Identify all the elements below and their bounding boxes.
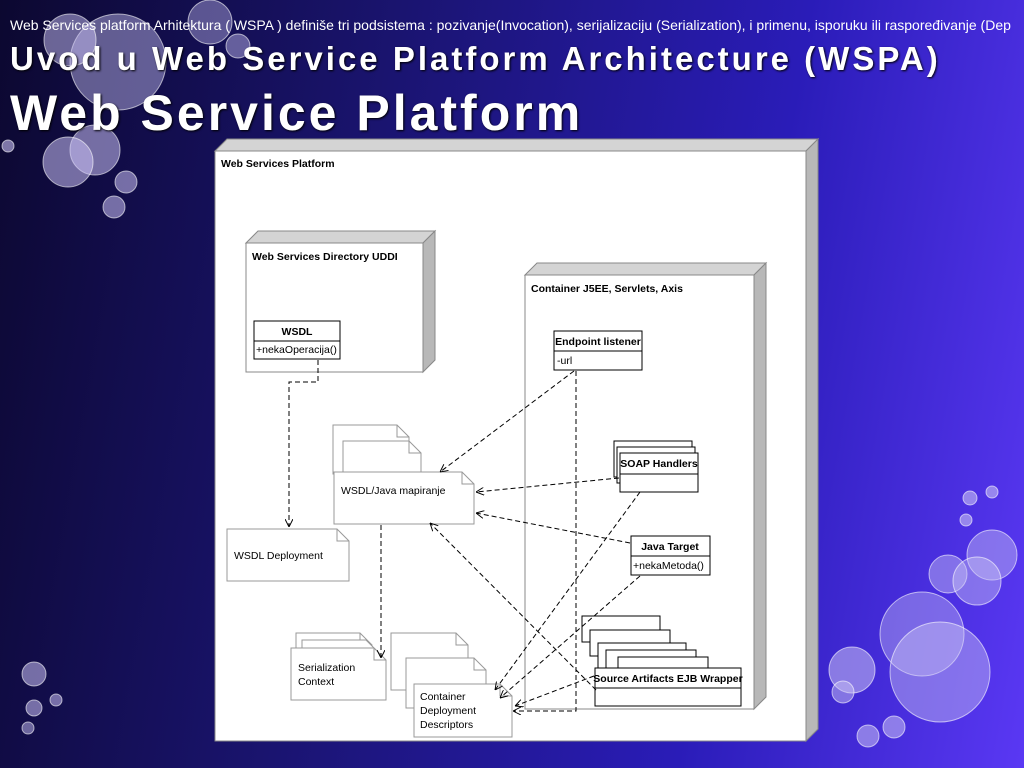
bubble xyxy=(882,715,906,739)
source-artifacts-class: Source Artifacts EJB Wrapper xyxy=(581,615,743,707)
bubble xyxy=(966,529,1018,581)
bubble xyxy=(225,33,251,59)
bubble xyxy=(985,485,999,499)
uml-deployment-diagram: Web Services Platform Web Services Direc… xyxy=(213,138,820,743)
wsdl-class: WSDL +nekaOperacija() xyxy=(253,320,341,360)
uddi-label: Web Services Directory UDDI xyxy=(252,251,398,263)
slide-subtitle: Web Service Platform xyxy=(10,85,584,141)
bubble xyxy=(856,724,880,748)
bubble xyxy=(43,13,97,67)
soap-class-name: SOAP Handlers xyxy=(620,458,698,470)
serialization-context-line2: Context xyxy=(298,676,334,688)
container-label: Container J5EE, Servlets, Axis xyxy=(531,283,683,295)
endpoint-listener-class: Endpoint listener -url xyxy=(553,330,643,371)
bubble xyxy=(831,680,855,704)
bubble xyxy=(114,170,138,194)
wsdl-deployment-document: WSDL Deployment xyxy=(226,528,350,582)
bubble xyxy=(49,693,63,707)
wsdl-deployment-label: WSDL Deployment xyxy=(234,550,323,562)
arrow-wsdl-to-deployment xyxy=(289,360,319,527)
bubble xyxy=(889,621,991,723)
endpoint-class-member: -url xyxy=(557,355,572,367)
serialization-context-document: Serialization Context xyxy=(290,632,387,701)
bubble xyxy=(962,490,978,506)
wsdl-class-member: +nekaOperacija() xyxy=(256,344,337,356)
bubble xyxy=(187,0,233,45)
soap-handlers-class: SOAP Handlers xyxy=(613,440,699,493)
bubble xyxy=(42,136,94,188)
endpoint-class-name: Endpoint listener xyxy=(555,336,641,348)
java-target-member: +nekaMetoda() xyxy=(633,560,704,572)
platform-label: Web Services Platform xyxy=(221,158,335,170)
java-target-class: Java Target +nekaMetoda() xyxy=(630,535,711,576)
arrow-endpoint-to-descriptors xyxy=(513,371,577,711)
bubble xyxy=(1,139,15,153)
arrow-javatarget-to-descriptors xyxy=(500,575,641,698)
arrow-artifacts-to-descriptors xyxy=(515,675,595,706)
java-target-name: Java Target xyxy=(641,541,699,553)
wsdl-java-mapping-label: WSDL/Java mapiranje xyxy=(341,485,446,497)
container-descriptors-line1: Container xyxy=(420,691,466,703)
arrow-endpoint-to-mapping xyxy=(440,370,575,472)
container-descriptors-document: Container Deployment Descriptors xyxy=(390,632,513,738)
bubble xyxy=(959,513,973,527)
wsdl-java-mapping-document: WSDL/Java mapiranje xyxy=(332,424,475,525)
container-descriptors-line3: Descriptors xyxy=(420,719,473,731)
slide-title: Uvod u Web Service Platform Architecture… xyxy=(10,40,941,77)
source-artifacts-name: Source Artifacts EJB Wrapper xyxy=(593,673,742,685)
intro-text: Web Services platform Arhitektura ( WSPA… xyxy=(10,17,1011,33)
bubble xyxy=(928,554,968,594)
bubble xyxy=(879,591,965,677)
bubble xyxy=(25,699,43,717)
arrow-artifacts-to-mapping xyxy=(430,523,597,691)
bubble xyxy=(21,721,35,735)
container-descriptors-line2: Deployment xyxy=(420,705,476,717)
bubble xyxy=(952,556,1002,606)
bubble xyxy=(21,661,47,687)
wsdl-class-name: WSDL xyxy=(282,326,313,338)
arrow-soap-to-descriptors xyxy=(495,491,641,690)
bubble xyxy=(102,195,126,219)
arrow-javatarget-to-mapping xyxy=(476,513,631,544)
serialization-context-line1: Serialization xyxy=(298,662,355,674)
